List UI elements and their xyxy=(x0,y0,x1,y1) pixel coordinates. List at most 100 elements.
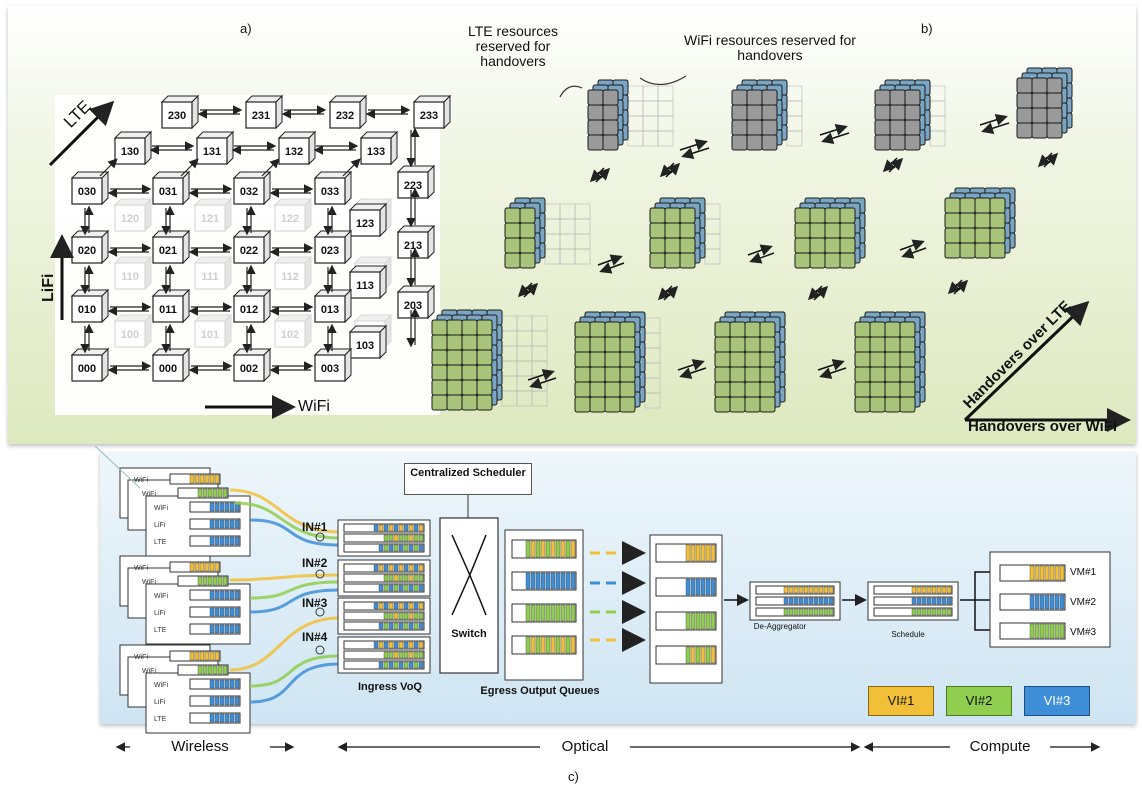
switch-label: Switch xyxy=(451,628,487,640)
node-030: 030 xyxy=(70,170,110,206)
node-label: 031 xyxy=(159,186,177,198)
node-000: 000 xyxy=(151,347,191,383)
device-row-label: WiFi xyxy=(154,505,168,512)
node-213: 213 xyxy=(396,224,436,260)
node-label: 110 xyxy=(121,271,139,283)
node-label: 123 xyxy=(356,218,374,230)
device-row-label: LTE xyxy=(154,627,167,634)
egress-queues-label: Egress Output Queues xyxy=(480,685,600,697)
flow-line xyxy=(249,662,341,704)
node-132: 132 xyxy=(277,130,317,166)
vm2-label: VM#2 xyxy=(1070,597,1097,608)
node-label: 020 xyxy=(78,245,96,257)
vi1-legend: VI#1 xyxy=(868,686,934,716)
node-label: 233 xyxy=(420,110,438,122)
port-connector xyxy=(315,532,325,542)
device-row-label: LTE xyxy=(154,716,167,723)
node-label: 122 xyxy=(281,213,299,225)
device-row-label: WiFi xyxy=(154,682,168,689)
cube-stack-r1c1 xyxy=(587,79,674,151)
node-031: 031 xyxy=(151,170,191,206)
cube-stack-r3c2 xyxy=(574,311,661,413)
centralized-scheduler-box: Centralized Scheduler xyxy=(404,463,532,495)
cube-stack-r1c2 xyxy=(731,79,803,151)
handovers-wifi-label: Handovers over WiFi xyxy=(968,418,1118,435)
node-033: 033 xyxy=(313,170,353,206)
compute-vms xyxy=(989,551,1111,648)
device-row-label: LiFi xyxy=(154,522,166,529)
node-021: 021 xyxy=(151,229,191,265)
flow-line xyxy=(249,588,341,614)
section-compute: Compute xyxy=(950,738,1050,755)
deaggregator-label: De-Aggregator xyxy=(753,622,807,631)
cube-stack-r3c1 xyxy=(431,309,548,411)
flow-line xyxy=(249,654,341,688)
flow-line xyxy=(234,501,341,540)
ghost-node: 111 xyxy=(193,255,233,291)
flow-line xyxy=(229,488,341,534)
cube-stack-r3c3 xyxy=(714,311,786,413)
arrow-between-rows xyxy=(882,157,904,173)
node-label: 023 xyxy=(321,245,339,257)
section-optical: Optical xyxy=(540,738,630,755)
arrow-between-rows xyxy=(659,162,681,178)
port-connector xyxy=(315,645,325,655)
network-architecture-panel xyxy=(100,452,1136,724)
panel-c-label: c) xyxy=(568,769,579,784)
node-label: 002 xyxy=(240,363,258,375)
in3-label: IN#3 xyxy=(302,596,328,610)
node-020: 020 xyxy=(70,229,110,265)
cube-stack-r3c4 xyxy=(854,311,926,413)
arrow-r2-1 xyxy=(597,254,625,274)
device-row-label: WiFi xyxy=(142,579,156,586)
node-232: 232 xyxy=(328,94,368,130)
in1-label: IN#1 xyxy=(302,520,328,534)
device-row-label: WiFi xyxy=(142,491,156,498)
node-000: 000 xyxy=(70,347,110,383)
node-label: 011 xyxy=(159,304,177,316)
wifi-bracket xyxy=(639,75,687,86)
ghost-node: 120 xyxy=(113,197,153,233)
arrow-r2-3 xyxy=(899,239,927,259)
node-231: 231 xyxy=(244,94,284,130)
node-label: 232 xyxy=(336,110,354,122)
port-connector xyxy=(315,569,325,579)
ingress-voq-label: Ingress VoQ xyxy=(358,681,422,693)
node-label: 010 xyxy=(78,304,96,316)
arrow-between-rows xyxy=(947,279,969,295)
node-203: 203 xyxy=(396,284,436,320)
node-003: 003 xyxy=(313,347,353,383)
in2-label: IN#2 xyxy=(302,556,328,570)
cube-stack-r2c2 xyxy=(649,197,721,269)
node-label: 003 xyxy=(321,363,339,375)
node-label: 030 xyxy=(78,186,96,198)
arrow-r3-2 xyxy=(677,359,707,379)
node-label: 131 xyxy=(203,146,221,158)
ghost-node: 102 xyxy=(273,313,313,349)
node-113: 113 xyxy=(348,264,388,300)
node-label: 033 xyxy=(321,186,339,198)
flow-line xyxy=(229,616,341,672)
handovers-lte-arrow xyxy=(963,300,1090,422)
arrow-between-rows xyxy=(589,167,611,183)
arrow-r1-1 xyxy=(679,139,710,159)
arrow-r2-2 xyxy=(747,244,775,264)
device-row-label: WiFi xyxy=(134,477,148,484)
node-label: 113 xyxy=(356,280,374,292)
node-label: 120 xyxy=(121,213,139,225)
node-label: 102 xyxy=(281,329,299,341)
node-133: 133 xyxy=(359,130,399,166)
node-label: 000 xyxy=(78,363,96,375)
ghost-node: 121 xyxy=(193,197,233,233)
device-row-label: WiFi xyxy=(142,668,156,675)
node-label: 101 xyxy=(201,329,219,341)
node-131: 131 xyxy=(195,130,235,166)
node-011: 011 xyxy=(151,288,191,324)
node-022: 022 xyxy=(232,229,272,265)
node-label: 223 xyxy=(404,180,422,192)
node-023: 023 xyxy=(313,229,353,265)
node-002: 002 xyxy=(232,347,272,383)
port-connector xyxy=(315,607,325,617)
